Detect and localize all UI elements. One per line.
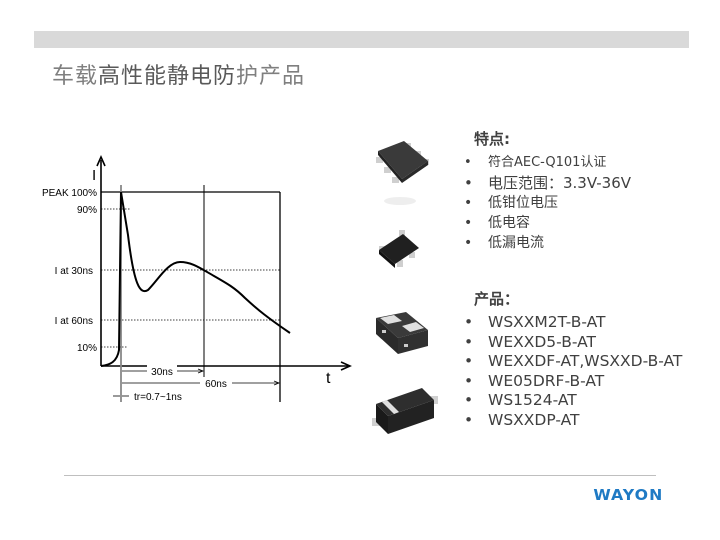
tick-30ns: I at 30ns bbox=[55, 266, 93, 277]
feature-item: 低钳位电压 bbox=[462, 193, 631, 213]
products-title: 产品： bbox=[474, 290, 520, 308]
product-item: WEXXD5-B-AT bbox=[462, 333, 682, 353]
title-part-bold: 高性能静电防 bbox=[98, 64, 237, 89]
title-part-1: 车载 bbox=[52, 64, 99, 89]
esd-waveform-chart: I PEAK 100% 90% I at 30ns I at 60ns 10% … bbox=[42, 155, 352, 403]
features-title: 特点: bbox=[474, 130, 510, 148]
sod-icon bbox=[372, 388, 438, 434]
product-item: WSXXM2T-B-AT bbox=[462, 313, 682, 333]
label-rise-time: tr=0.7~1ns bbox=[134, 392, 182, 403]
product-item: WSXXDP-AT bbox=[462, 411, 682, 431]
features-list: 符合AEC-Q101认证 电压范围：3.3V-36V 低钳位电压 低电容 低漏电… bbox=[462, 153, 631, 253]
products-list: WSXXM2T-B-AT WEXXD5-B-AT WEXXDF-AT,WSXXD… bbox=[462, 313, 682, 430]
tick-peak: PEAK 100% bbox=[42, 188, 97, 199]
features-section: 特点: 符合AEC-Q101认证 电压范围：3.3V-36V 低钳位电压 低电容… bbox=[462, 128, 631, 253]
product-item: WE05DRF-B-AT bbox=[462, 372, 682, 392]
y-axis-label: I bbox=[92, 167, 96, 184]
feature-item: 低电容 bbox=[462, 213, 631, 233]
feature-item: 符合AEC-Q101认证 bbox=[462, 153, 631, 173]
header-bar bbox=[34, 31, 689, 48]
footer-divider bbox=[64, 475, 656, 476]
product-item: WS1524-AT bbox=[462, 391, 682, 411]
page-title: 车载高性能静电防护产品 bbox=[52, 58, 305, 90]
tick-10: 10% bbox=[77, 343, 97, 354]
sot23-icon bbox=[379, 230, 419, 268]
products-section: 产品： WSXXM2T-B-AT WEXXD5-B-AT WEXXDF-AT,W… bbox=[462, 288, 682, 430]
dfn-icon bbox=[376, 312, 428, 354]
label-30ns: 30ns bbox=[151, 367, 173, 378]
tick-60ns: I at 60ns bbox=[55, 316, 93, 327]
feature-item: 低漏电流 bbox=[462, 233, 631, 253]
x-axis-label: t bbox=[326, 370, 331, 387]
tick-90: 90% bbox=[77, 205, 97, 216]
label-60ns: 60ns bbox=[205, 379, 227, 390]
wayon-logo: WAYON bbox=[593, 486, 664, 504]
title-part-2: 护产品 bbox=[236, 64, 306, 89]
sot23-6-icon bbox=[376, 141, 429, 205]
product-item: WEXXDF-AT,WSXXD-B-AT bbox=[462, 352, 682, 372]
feature-item: 电压范围：3.3V-36V bbox=[462, 173, 631, 193]
